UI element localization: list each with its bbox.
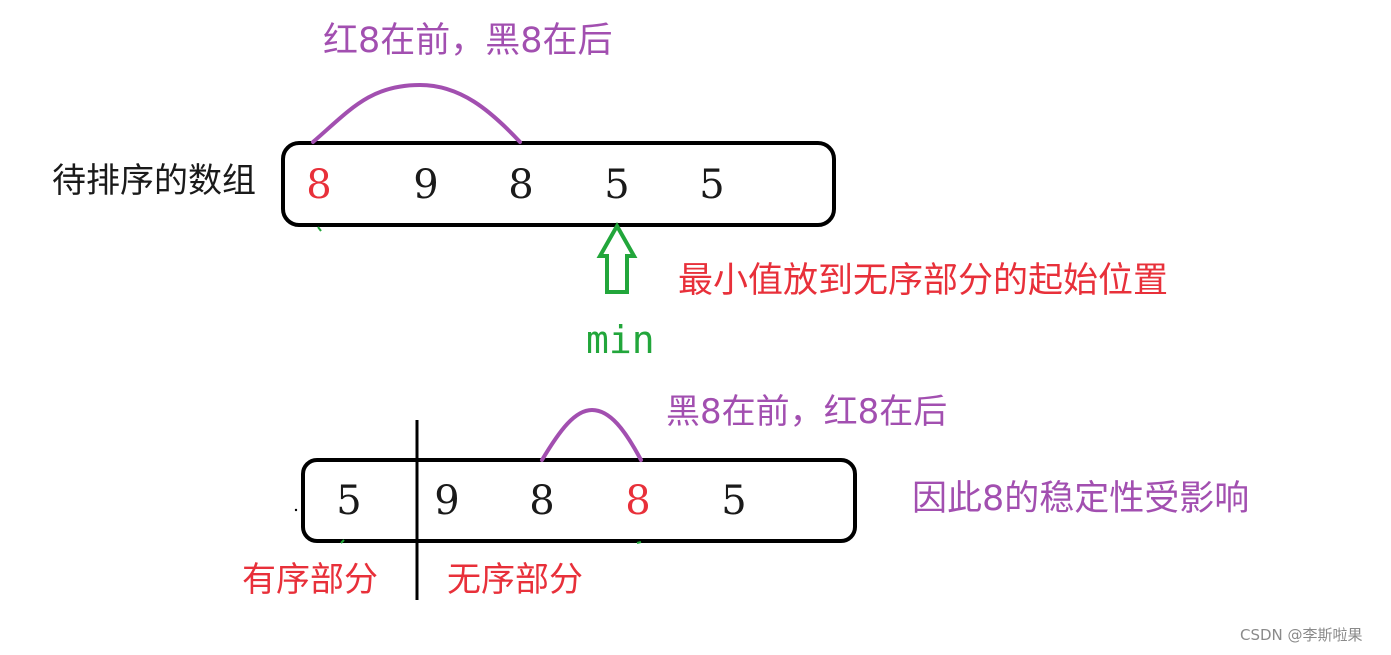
top-cell-3: 8	[508, 162, 534, 208]
bottom-arc-label: 黑8在前，红8在后	[666, 392, 948, 432]
stray-dot	[294, 508, 298, 512]
bottom-cell-2: 9	[434, 478, 460, 524]
bottom-cell-3: 8	[529, 478, 555, 524]
bottom-cell-1: 5	[336, 478, 362, 524]
array-label: 待排序的数组	[52, 161, 256, 201]
bottom-tick-right	[636, 541, 642, 544]
top-cell-4: 5	[604, 162, 630, 208]
bottom-tick-left	[340, 539, 345, 544]
stability-conclusion: 因此8的稳定性受影响	[912, 479, 1250, 519]
top-arc-label: 红8在前，黑8在后	[323, 21, 613, 61]
bottom-cell-4: 8	[625, 478, 651, 524]
unsorted-part-label: 无序部分	[447, 560, 583, 600]
top-cell-1: 8	[306, 162, 332, 208]
min-label: min	[586, 318, 655, 362]
top-tick	[317, 226, 322, 232]
min-note: 最小值放到无序部分的起始位置	[678, 261, 1169, 301]
sorted-part-label: 有序部分	[242, 560, 378, 600]
min-arrow-icon	[596, 221, 638, 294]
bottom-arc	[540, 407, 643, 462]
top-array-box	[281, 141, 836, 227]
top-arc	[311, 82, 522, 144]
bottom-array-box	[301, 458, 857, 543]
bottom-cell-5: 5	[721, 478, 747, 524]
watermark: CSDN @李斯啦果	[1240, 626, 1363, 644]
top-cell-2: 9	[413, 162, 439, 208]
top-cell-5: 5	[699, 162, 725, 208]
